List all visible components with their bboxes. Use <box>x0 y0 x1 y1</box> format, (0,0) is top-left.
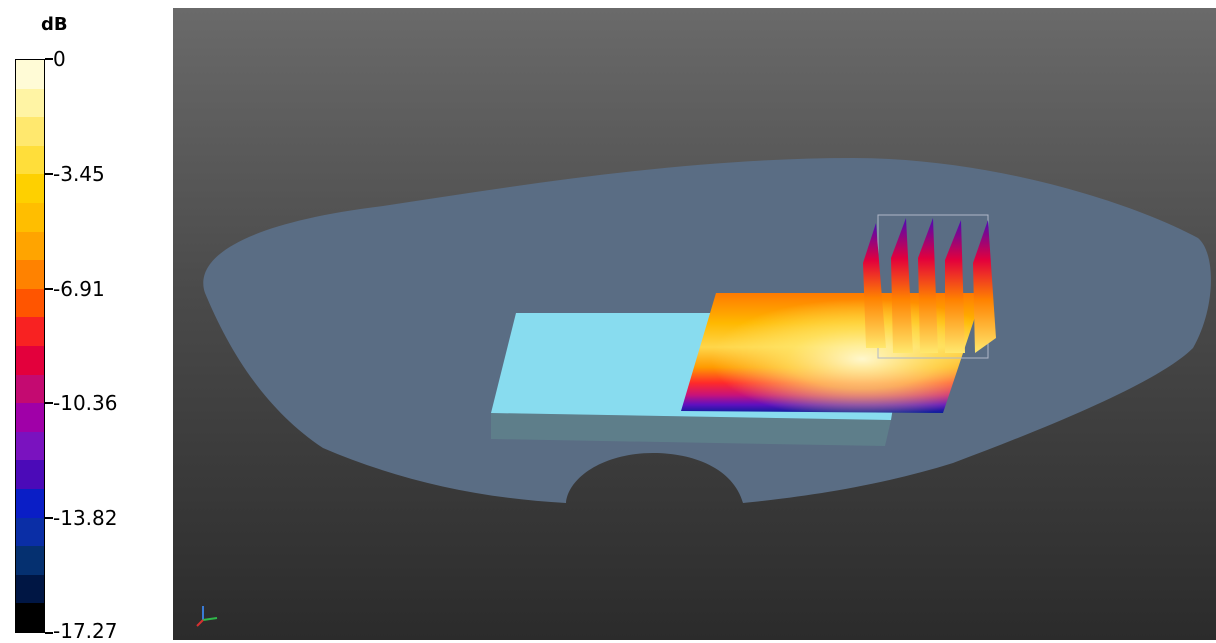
colorbar-tick <box>45 632 53 634</box>
colorbar-swatch <box>16 288 44 318</box>
legend-unit-label: dB <box>41 14 68 35</box>
colorbar-tick-label: -10.36 <box>53 391 118 416</box>
colorbar-tick-label: -17.27 <box>53 619 118 643</box>
board-side <box>491 413 891 446</box>
probe-fin <box>891 218 913 353</box>
colorbar-swatch <box>16 546 44 575</box>
scene[interactable] <box>173 8 1216 640</box>
probe-fin <box>973 220 996 353</box>
colorbar-swatch <box>16 260 44 289</box>
3d-viewport[interactable] <box>173 8 1216 640</box>
colorbar-legend: dB 0 -3.45 -6.91 -10.36 -13.82 -17.27 <box>0 0 172 643</box>
colorbar-swatch <box>16 603 44 632</box>
colorbar-swatch <box>16 145 44 175</box>
colorbar-swatch <box>16 574 44 604</box>
colorbar-tick <box>45 287 53 290</box>
colorbar <box>15 59 45 633</box>
colorbar-swatch <box>16 202 44 232</box>
colorbar-tick <box>45 517 53 520</box>
colorbar-swatch <box>16 60 44 89</box>
colorbar-tick-label: -3.45 <box>53 161 105 186</box>
colorbar-tick <box>45 402 53 405</box>
colorbar-swatch <box>16 374 44 404</box>
colorbar-swatch <box>16 174 44 203</box>
probe-fin <box>945 220 965 353</box>
colorbar-swatch <box>16 517 44 547</box>
colorbar-swatch <box>16 403 44 432</box>
axis-triad-icon <box>196 606 218 627</box>
colorbar-swatch <box>16 117 44 146</box>
colorbar-swatch <box>16 317 44 346</box>
colorbar-tick-label: -6.91 <box>53 276 105 301</box>
probe-fin <box>863 223 886 348</box>
colorbar-swatch <box>16 431 44 461</box>
colorbar-swatch <box>16 460 44 489</box>
colorbar-swatch <box>16 345 44 375</box>
colorbar-tick <box>45 172 53 175</box>
colorbar-tick-label: 0 <box>53 47 66 71</box>
colorbar-tick <box>45 58 53 60</box>
colorbar-swatch <box>16 488 44 518</box>
probe-fin <box>918 218 938 353</box>
colorbar-swatch <box>16 231 44 261</box>
colorbar-tick-label: -13.82 <box>53 506 118 531</box>
colorbar-swatch <box>16 88 44 118</box>
